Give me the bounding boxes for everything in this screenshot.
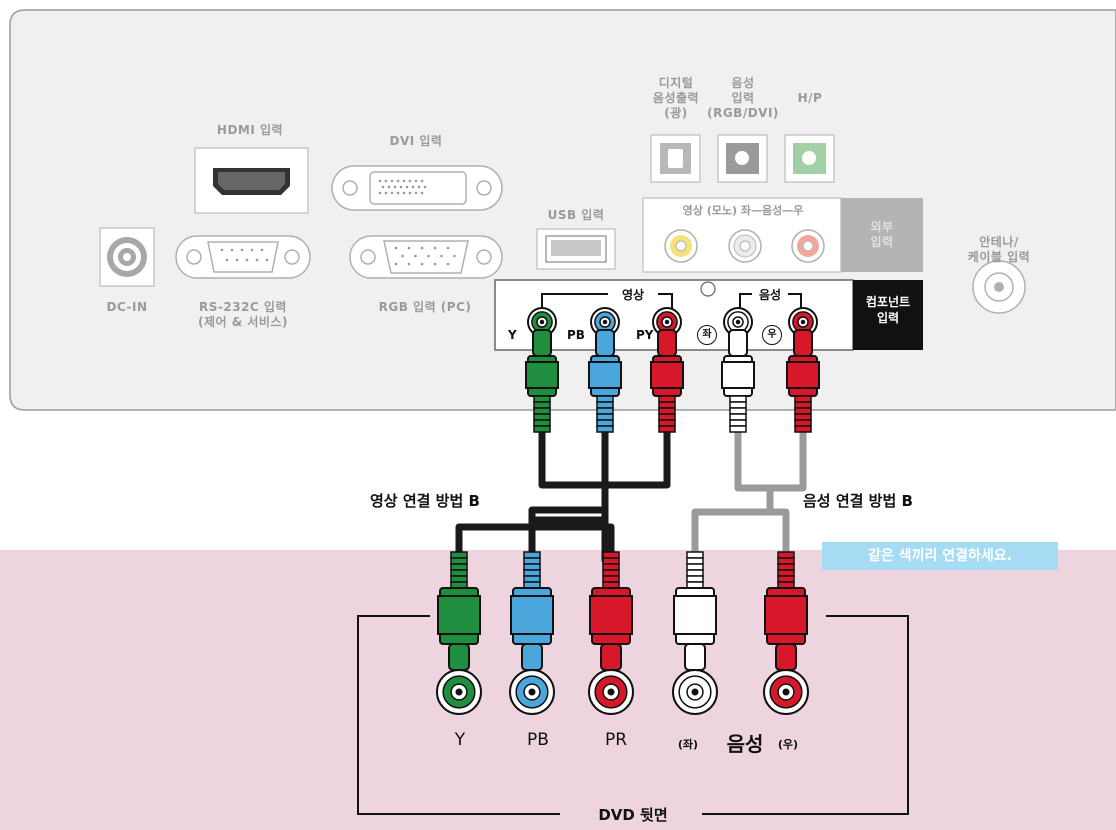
dvd-plug-audio-left[interactable] (673, 551, 717, 671)
tv-plug-pb[interactable] (588, 329, 622, 433)
dvd-plug-audio-right[interactable] (764, 551, 808, 671)
external-input-badge (841, 198, 923, 272)
rgb-label: RGB 입력 (PC) (378, 300, 472, 314)
hp-label: H/P (797, 91, 823, 105)
dvd-background (0, 550, 1116, 830)
component-video-label: 영상 (621, 288, 645, 302)
dvd-left-label: (좌) (677, 738, 699, 751)
video-connection-label: 영상 연결 방법 B (370, 492, 480, 510)
dvd-box-left (357, 615, 560, 815)
component-right-label: 우 (762, 325, 782, 345)
external-input-label: 외부 입력 (870, 220, 894, 249)
tv-plug-audio-left[interactable] (721, 329, 755, 433)
usb-label: USB 입력 (547, 208, 605, 222)
dvd-plug-pb[interactable] (510, 551, 554, 671)
component-pb-label: PB (567, 328, 585, 342)
dvd-pb-label: PB (527, 730, 549, 750)
dvd-right-label: (우) (777, 738, 799, 751)
tv-jack-y[interactable] (527, 307, 557, 337)
component-title-badge (853, 280, 923, 350)
dvd-jack-audio-right[interactable] (763, 669, 809, 715)
hdmi-label: HDMI 입력 (216, 123, 284, 137)
digital-audio-label: 디지털 음성출력 (광) (652, 76, 700, 120)
dvd-jack-pb[interactable] (509, 669, 555, 715)
av-row-label: 영상 (모노) 좌—음성—우 (682, 204, 804, 217)
antenna-label: 안테나/ 케이블 입력 (967, 235, 1031, 264)
dvd-jack-y[interactable] (436, 669, 482, 715)
dvd-pr-label: PR (604, 730, 628, 750)
dvi-label: DVI 입력 (389, 134, 443, 148)
dvd-plug-y[interactable] (437, 551, 481, 671)
dvd-y-label: Y (454, 730, 466, 750)
dvd-plug-pr[interactable] (589, 551, 633, 671)
dvd-box-right (702, 615, 909, 815)
component-audio-label: 음성 (758, 288, 782, 302)
dvd-audio-label: 음성 (726, 732, 764, 756)
rs232c-label: RS-232C 입력 (제어 & 서비스) (198, 300, 288, 329)
same-color-hint: 같은 색끼리 연결하세요. (822, 542, 1058, 570)
component-left-label: 좌 (697, 325, 717, 345)
audio-connection-label: 음성 연결 방법 B (803, 492, 913, 510)
tv-plug-audio-right[interactable] (786, 329, 820, 433)
dvd-jack-pr[interactable] (588, 669, 634, 715)
tv-jack-pr[interactable] (652, 307, 682, 337)
dvd-title: DVD 뒷면 (598, 806, 668, 824)
tv-jack-pb[interactable] (590, 307, 620, 337)
tv-plug-y[interactable] (525, 329, 559, 433)
component-y-label: Y (508, 328, 517, 342)
tv-plug-pr[interactable] (650, 329, 684, 433)
dvd-jack-audio-left[interactable] (672, 669, 718, 715)
dcin-label: DC-IN (106, 300, 148, 314)
audio-in-label: 음성 입력 (RGB/DVI) (707, 76, 779, 120)
component-pr-label: PY (636, 328, 654, 342)
component-title: 컴포넌트 입력 (865, 295, 911, 325)
